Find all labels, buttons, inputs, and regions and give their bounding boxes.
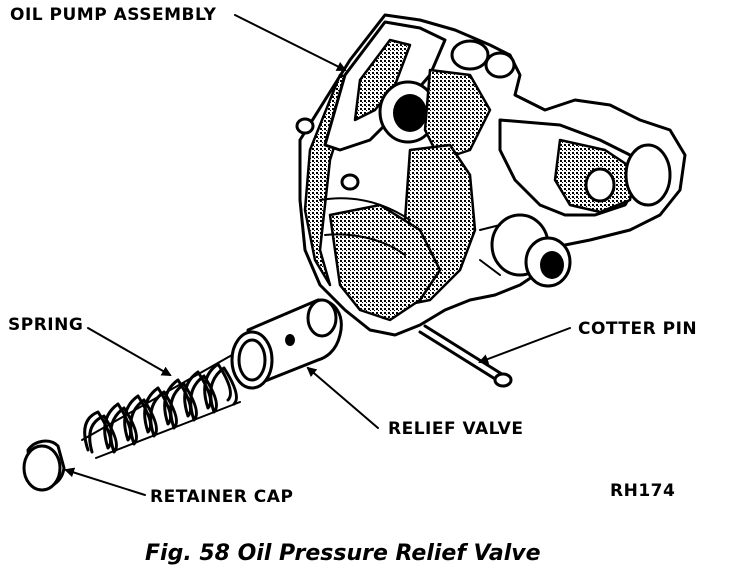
label-oil-pump-assembly: OIL PUMP ASSEMBLY bbox=[10, 5, 217, 25]
oil-pump-assembly-drawing bbox=[295, 13, 687, 337]
label-relief-valve: RELIEF VALVE bbox=[388, 419, 523, 439]
relief-valve-drawing bbox=[230, 298, 343, 390]
label-figure-code: RH174 bbox=[610, 481, 675, 501]
leader-arrows bbox=[64, 14, 571, 496]
spring-drawing bbox=[81, 354, 241, 459]
label-cotter-pin: COTTER PIN bbox=[578, 319, 697, 339]
retainer-cap-drawing bbox=[22, 439, 66, 492]
cotter-pin-drawing bbox=[418, 324, 513, 388]
label-retainer-cap: RETAINER CAP bbox=[150, 487, 293, 507]
figure-caption: Fig. 58 Oil Pressure Relief Valve bbox=[145, 541, 541, 566]
label-spring: SPRING bbox=[8, 315, 83, 335]
